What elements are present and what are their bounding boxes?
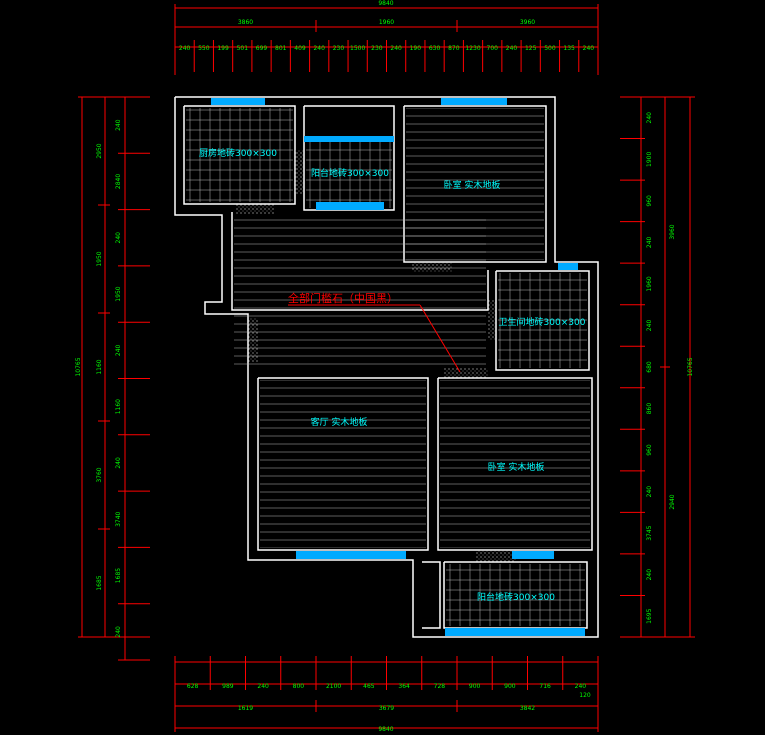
dim-left-outer: 2840	[115, 174, 122, 189]
dim-top-detail: 630	[429, 45, 441, 52]
dim-left-outer: 1160	[115, 399, 122, 414]
dim-top-detail: 240	[390, 45, 402, 52]
living-room-label: 客厅 实木地板	[311, 416, 368, 428]
hall-floor	[234, 214, 486, 368]
balcony-bottom-floor	[446, 564, 585, 626]
dim-right-outer: 1960	[646, 276, 653, 291]
dim-left-outer: 240	[115, 626, 122, 638]
dim-left-inner: 1160	[96, 359, 103, 374]
bedroom-top-label: 卧室 实木地板	[444, 179, 501, 191]
dim-bottom-segment: 3679	[379, 705, 394, 712]
dim-top-detail: 1500	[350, 45, 365, 52]
dim-right-outer: 1695	[646, 608, 653, 623]
balcony-top-floor	[306, 140, 392, 208]
dim-bottom-total: 9840	[378, 726, 393, 733]
dim-bottom-segment: 3842	[520, 705, 535, 712]
dim-right-outer: 960	[646, 444, 653, 456]
dim-bottom-detail: 900	[504, 683, 516, 690]
dim-top-detail: 190	[410, 45, 422, 52]
dim-top-segment: 3960	[520, 19, 535, 26]
dim-top-detail: 135	[563, 45, 575, 52]
dim-right-outer: 1900	[646, 151, 653, 166]
bedroom-bottom-floor	[440, 380, 590, 548]
dim-top-detail: 240	[313, 45, 325, 52]
dim-bottom-detail: 364	[398, 683, 410, 690]
dim-top-detail: 501	[237, 45, 249, 52]
dim-top-total: 9840	[378, 0, 393, 7]
dim-top-detail: 230	[371, 45, 383, 52]
dim-top-segment: 1960	[379, 19, 394, 26]
dim-bottom-detail: 628	[187, 683, 199, 690]
dim-right-outer: 240	[646, 486, 653, 498]
bathroom-floor	[498, 273, 587, 368]
dim-right-outer: 240	[646, 112, 653, 124]
dim-top-detail: 1230	[465, 45, 480, 52]
living-room-floor	[260, 380, 426, 548]
dim-top-detail: 409	[294, 45, 306, 52]
dim-left-total: 10765	[75, 357, 82, 376]
dim-left-outer: 240	[115, 119, 122, 131]
dim-top-detail: 700	[487, 45, 499, 52]
dim-bottom-detail: 240	[575, 683, 587, 690]
dim-left-inner: 1950	[96, 251, 103, 266]
dim-bottom-detail: 240	[257, 683, 269, 690]
dim-right-outer: 3745	[646, 525, 653, 540]
dim-top-detail: 500	[544, 45, 556, 52]
dim-top-detail: 230	[333, 45, 345, 52]
dim-bottom-detail: 728	[434, 683, 446, 690]
dim-top-detail: 550	[198, 45, 210, 52]
dim-right-outer: 240	[646, 320, 653, 332]
dim-bottom-detail: 800	[293, 683, 305, 690]
dim-left-inner: 3760	[96, 467, 103, 482]
bedroom-bottom-label: 卧室 实木地板	[488, 461, 545, 473]
dim-bottom-detail: 989	[222, 683, 234, 690]
dim-bottom-detail: 900	[469, 683, 481, 690]
kitchen-floor	[186, 108, 293, 202]
callout-leader	[419, 304, 461, 373]
dim-right-outer: 860	[646, 403, 653, 415]
dim-right-outer: 240	[646, 236, 653, 248]
dim-top-detail: 240	[506, 45, 518, 52]
dim-right-outer: 240	[646, 569, 653, 581]
dim-top-segment: 3860	[238, 19, 253, 26]
dim-bottom-detail: 465	[363, 683, 375, 690]
dim-right-inner: 3960	[669, 224, 676, 239]
dim-left-outer: 3740	[115, 511, 122, 526]
dim-top-detail: 240	[583, 45, 595, 52]
dim-left-outer: 240	[115, 232, 122, 244]
dim-left-inner: 2950	[96, 143, 103, 158]
bathroom-label: 卫生间地砖300×300	[499, 316, 586, 328]
dim-top-detail: 801	[275, 45, 287, 52]
dim-left-outer: 240	[115, 344, 122, 356]
dim-right-outer: 680	[646, 361, 653, 373]
dim-top-detail: 199	[217, 45, 229, 52]
dim-left-inner: 1685	[96, 575, 103, 590]
dim-bottom-detail: 716	[539, 683, 551, 690]
dim-right-total: 10765	[687, 357, 694, 376]
dim-left-outer: 1685	[115, 568, 122, 583]
threshold-stones	[236, 150, 516, 562]
dim-top-detail: 870	[448, 45, 460, 52]
dim-right-inner: 2940	[669, 494, 676, 509]
dim-left-outer: 1950	[115, 286, 122, 301]
dim-bottom-segment: 1619	[238, 705, 253, 712]
dim-right-outer: 960	[646, 195, 653, 207]
windows	[211, 98, 585, 636]
dim-top-detail: 125	[525, 45, 537, 52]
dim-top-detail: 240	[179, 45, 191, 52]
balcony-bottom-label: 阳台地砖300×300	[477, 591, 555, 603]
dim-top-detail: 699	[256, 45, 268, 52]
kitchen-label: 厨房地砖300×300	[199, 147, 277, 159]
dim-bottom-small: 120	[579, 692, 591, 699]
threshold-note: 全部门槛石（中国黑）	[288, 291, 398, 305]
dim-left-outer: 240	[115, 457, 122, 469]
dim-bottom-detail: 2100	[326, 683, 341, 690]
balcony-top-label: 阳台地砖300×300	[311, 167, 389, 179]
